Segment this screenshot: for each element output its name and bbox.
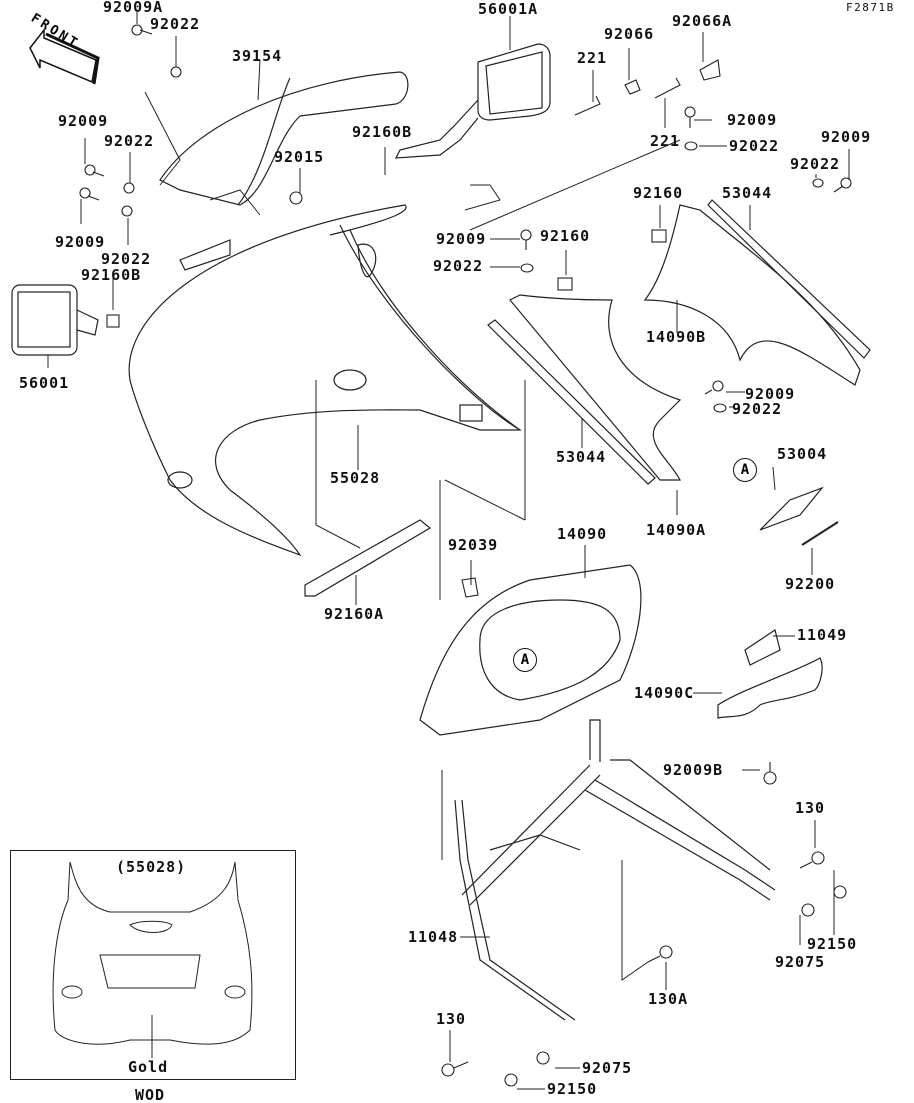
- clip-92200: [801, 521, 839, 546]
- callout-53044: 53044: [556, 448, 607, 466]
- inner-panel-14090B: [643, 204, 861, 386]
- callout-92200: 92200: [785, 575, 836, 593]
- seal-92160A: [304, 519, 432, 597]
- callout-92022: 92022: [101, 250, 152, 268]
- callout-92075: 92075: [775, 953, 826, 971]
- callout-221: 221: [577, 49, 608, 67]
- left-mirror: [11, 284, 99, 356]
- callout-53004: 53004: [777, 445, 828, 463]
- callout-92009: 92009: [745, 385, 796, 403]
- inset-cowl: [52, 861, 253, 1058]
- callout-221: 221: [650, 132, 681, 150]
- inner-panel-14090A: [509, 294, 682, 481]
- callout-14090: 14090: [557, 525, 608, 543]
- fasteners: [79, 24, 852, 1087]
- callout-92150: 92150: [807, 935, 858, 953]
- figure-code: F2871B: [846, 1, 895, 14]
- callout-92066: 92066: [604, 25, 655, 43]
- callout-92075: 92075: [582, 1059, 633, 1077]
- callout-130: 130: [436, 1010, 467, 1028]
- callout-55028: 55028: [330, 469, 381, 487]
- inset-variant-code: WOD: [135, 1086, 166, 1103]
- callout-92009: 92009: [727, 111, 778, 129]
- callout-92009: 92009: [821, 128, 872, 146]
- callout-14090C: 14090C: [634, 684, 695, 702]
- callout-92160B: 92160B: [81, 266, 142, 284]
- callout-92015: 92015: [274, 148, 325, 166]
- callout-92022: 92022: [150, 15, 201, 33]
- meter-cover: [419, 564, 642, 736]
- callout-92009A: 92009A: [103, 0, 164, 16]
- callout-92022: 92022: [732, 400, 783, 418]
- reference-marker-a: A: [733, 458, 757, 482]
- trim-53044-mid: [487, 319, 656, 485]
- callout-11048: 11048: [408, 928, 459, 946]
- cowl-stay-frame: [454, 719, 776, 1021]
- callout-56001A: 56001A: [478, 0, 539, 18]
- right-mirror: [394, 43, 551, 159]
- callout-56001: 56001: [19, 374, 70, 392]
- inset-color-label: Gold: [128, 1058, 169, 1076]
- callout-92160A: 92160A: [324, 605, 385, 623]
- callout-92022: 92022: [104, 132, 155, 150]
- callout-130: 130: [795, 799, 826, 817]
- callout-92009B: 92009B: [663, 761, 724, 779]
- inset-part-ref: (55028): [116, 858, 187, 876]
- callout-92160: 92160: [540, 227, 591, 245]
- callout-92009: 92009: [436, 230, 487, 248]
- upper-cowl: [128, 204, 522, 557]
- callout-130A: 130A: [648, 990, 689, 1008]
- front-arrow-icon: [29, 27, 100, 85]
- callout-92022: 92022: [729, 137, 780, 155]
- callout-92039: 92039: [448, 536, 499, 554]
- windscreen: [159, 71, 409, 206]
- leader-lines: [47, 12, 850, 1090]
- bracket-11049: [744, 629, 781, 666]
- variant-inset-box: [10, 850, 296, 1080]
- callout-92009: 92009: [58, 112, 109, 130]
- decal-53004: [759, 486, 824, 531]
- callout-14090B: 14090B: [646, 328, 707, 346]
- callout-11049: 11049: [797, 626, 848, 644]
- callout-14090A: 14090A: [646, 521, 707, 539]
- callout-92009: 92009: [55, 233, 106, 251]
- callout-92150: 92150: [547, 1080, 598, 1098]
- callout-92160: 92160: [633, 184, 684, 202]
- callout-53044: 53044: [722, 184, 773, 202]
- callout-92022: 92022: [790, 155, 841, 173]
- callout-92160B: 92160B: [352, 123, 413, 141]
- bracket-plate-14090C: [717, 657, 823, 719]
- callout-39154: 39154: [232, 47, 283, 65]
- reference-marker-a: A: [513, 648, 537, 672]
- trim-53044-top: [707, 199, 871, 359]
- callout-92022: 92022: [433, 257, 484, 275]
- callout-92066A: 92066A: [672, 12, 733, 30]
